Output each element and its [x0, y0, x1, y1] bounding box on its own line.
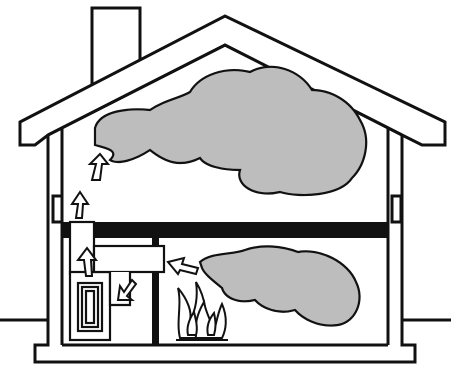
arrow-left-icon: [168, 258, 198, 274]
arrow-up-icon: [72, 192, 88, 218]
fireplace-flames: [176, 282, 228, 340]
arrow-up-icon: [90, 154, 108, 180]
heater-duct: [70, 222, 164, 340]
upper-floor-slab: [62, 222, 388, 238]
